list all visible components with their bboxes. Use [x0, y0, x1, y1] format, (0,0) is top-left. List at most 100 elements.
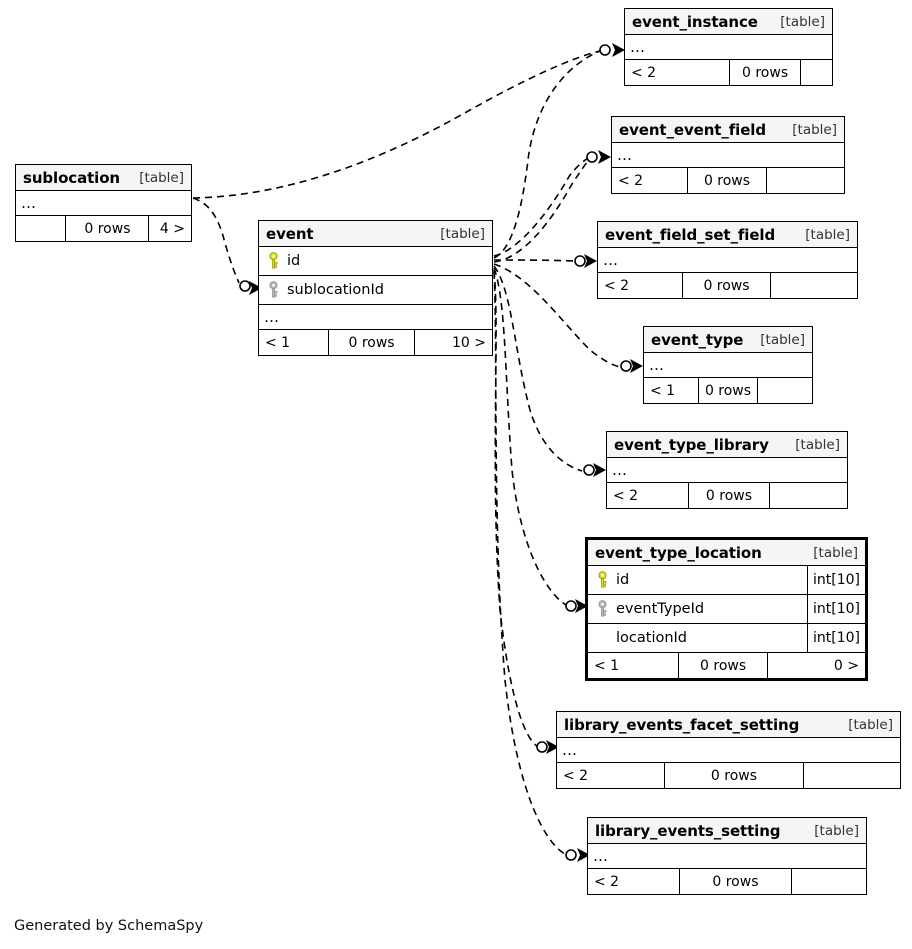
footer-parent-count: < 2 [563, 767, 589, 784]
table-kind-label: [table] [814, 822, 859, 839]
table-node-library_events_facet_setting[interactable]: library_events_facet_setting [table] … < 2 0… [556, 711, 901, 789]
table-columns-library_events_facet_setting: … [557, 738, 900, 763]
cardinality-zero-circle [574, 255, 586, 267]
footer-child-count [801, 60, 832, 85]
table-kind-label: [table] [805, 226, 850, 243]
table-columns-event_event_field: … [612, 143, 844, 168]
column-name: id [616, 572, 630, 588]
footer-child-count: 0 > [833, 657, 860, 674]
table-row[interactable]: id [259, 247, 492, 276]
table-title: event_type_location [595, 543, 762, 562]
table-columns-library_events_setting: … [588, 844, 866, 869]
edge-sublocation-event-instance [192, 50, 601, 199]
table-title: library_events_setting [595, 821, 781, 840]
more-columns-ellipsis: … [16, 191, 191, 216]
column-type: int[10] [807, 566, 865, 594]
table-footer-event_event_field: < 2 0 rows [612, 168, 844, 193]
cardinality-zero-circle [536, 741, 548, 753]
table-columns-event: id sublocationId… [259, 247, 492, 330]
table-footer-event_instance: < 2 0 rows [625, 60, 832, 85]
table-title: event_instance [632, 12, 758, 31]
footer-row-count: 0 rows [678, 653, 769, 678]
footer-row-count: 0 rows [728, 60, 802, 85]
crowfoot-arrow [593, 463, 606, 477]
footer-row-count: 0 rows [664, 763, 804, 788]
table-node-event_event_field[interactable]: event_event_field [table] … < 2 0 rows [611, 116, 845, 194]
table-row[interactable]: id int[10] [588, 566, 865, 595]
footer-parent-count: < 2 [604, 277, 630, 294]
more-columns-ellipsis: … [259, 305, 492, 330]
edge-event-library-events-facet-setting [493, 269, 538, 747]
crowfoot-arrow [598, 150, 611, 164]
edge-event-library-events-setting [493, 271, 566, 855]
table-title: event [266, 224, 314, 243]
footer-row-count: 0 rows [679, 869, 792, 894]
table-title: event_type [651, 330, 744, 349]
table-header-event_field_set_field: event_field_set_field[table] [598, 222, 857, 248]
table-kind-label: [table] [795, 436, 840, 453]
foreign-key-icon [269, 281, 278, 298]
table-footer-event_type_library: < 2 0 rows [607, 483, 847, 508]
footer-row-count: 0 rows [328, 330, 415, 355]
footer-child-count [804, 763, 900, 788]
table-header-event_type_library: event_type_library[table] [607, 432, 847, 458]
table-footer-library_events_facet_setting: < 2 0 rows [557, 763, 900, 788]
cardinality-zero-circle [599, 44, 611, 56]
column-name: eventTypeId [616, 601, 705, 617]
edge-event-event-type-library [493, 265, 583, 472]
footer-parent-count: < 1 [650, 382, 676, 399]
cardinality-zero-circle [583, 464, 595, 476]
table-header-event_type: event_type [table] [644, 327, 812, 353]
footer-child-count [792, 869, 866, 894]
footer-parent-count: < 2 [631, 64, 657, 81]
table-columns-event_type: … [644, 353, 812, 378]
more-columns-ellipsis: … [588, 844, 866, 869]
table-title: library_events_facet_setting [564, 715, 800, 734]
table-kind-label: [table] [440, 225, 485, 242]
more-columns-ellipsis: … [612, 143, 844, 168]
edge-sublocation-event [192, 197, 240, 284]
table-node-event_type_library[interactable]: event_type_library[table]… < 2 0 rows [606, 431, 848, 509]
ellipsis-text: … [649, 356, 664, 374]
table-header-event_event_field: event_event_field [table] [612, 117, 844, 143]
cardinality-zero-circle [586, 151, 598, 163]
footer-row-count: 0 rows [682, 273, 771, 298]
table-kind-label: [table] [792, 121, 837, 138]
more-columns-ellipsis: … [607, 458, 847, 483]
foreign-key-icon [598, 600, 607, 617]
ellipsis-text: … [21, 194, 36, 212]
cardinality-zero-circle [620, 360, 632, 372]
footer-row-count: 0 rows [687, 168, 767, 193]
table-header-library_events_setting: library_events_setting [table] [588, 818, 866, 844]
primary-key-icon [269, 252, 278, 269]
footer-parent-count: < 2 [613, 487, 639, 504]
ellipsis-text: … [603, 251, 618, 269]
table-node-event_field_set_field[interactable]: event_field_set_field[table] … < 2 0 rows [597, 221, 858, 299]
ellipsis-text: … [617, 146, 632, 164]
table-columns-sublocation: … [16, 191, 191, 216]
cardinality-zero-circle [565, 849, 577, 861]
column-cell: id [259, 252, 492, 270]
more-columns-ellipsis: … [598, 248, 857, 273]
footer-row-count: 0 rows [688, 483, 770, 508]
footer-child-count [770, 483, 847, 508]
table-title: event_event_field [619, 120, 766, 139]
footer-parent-count: < 2 [618, 172, 644, 189]
table-kind-label: [table] [848, 716, 893, 733]
table-row[interactable]: sublocationId [259, 276, 492, 305]
column-cell: eventTypeId [588, 600, 807, 618]
table-kind-label: [table] [760, 331, 805, 348]
